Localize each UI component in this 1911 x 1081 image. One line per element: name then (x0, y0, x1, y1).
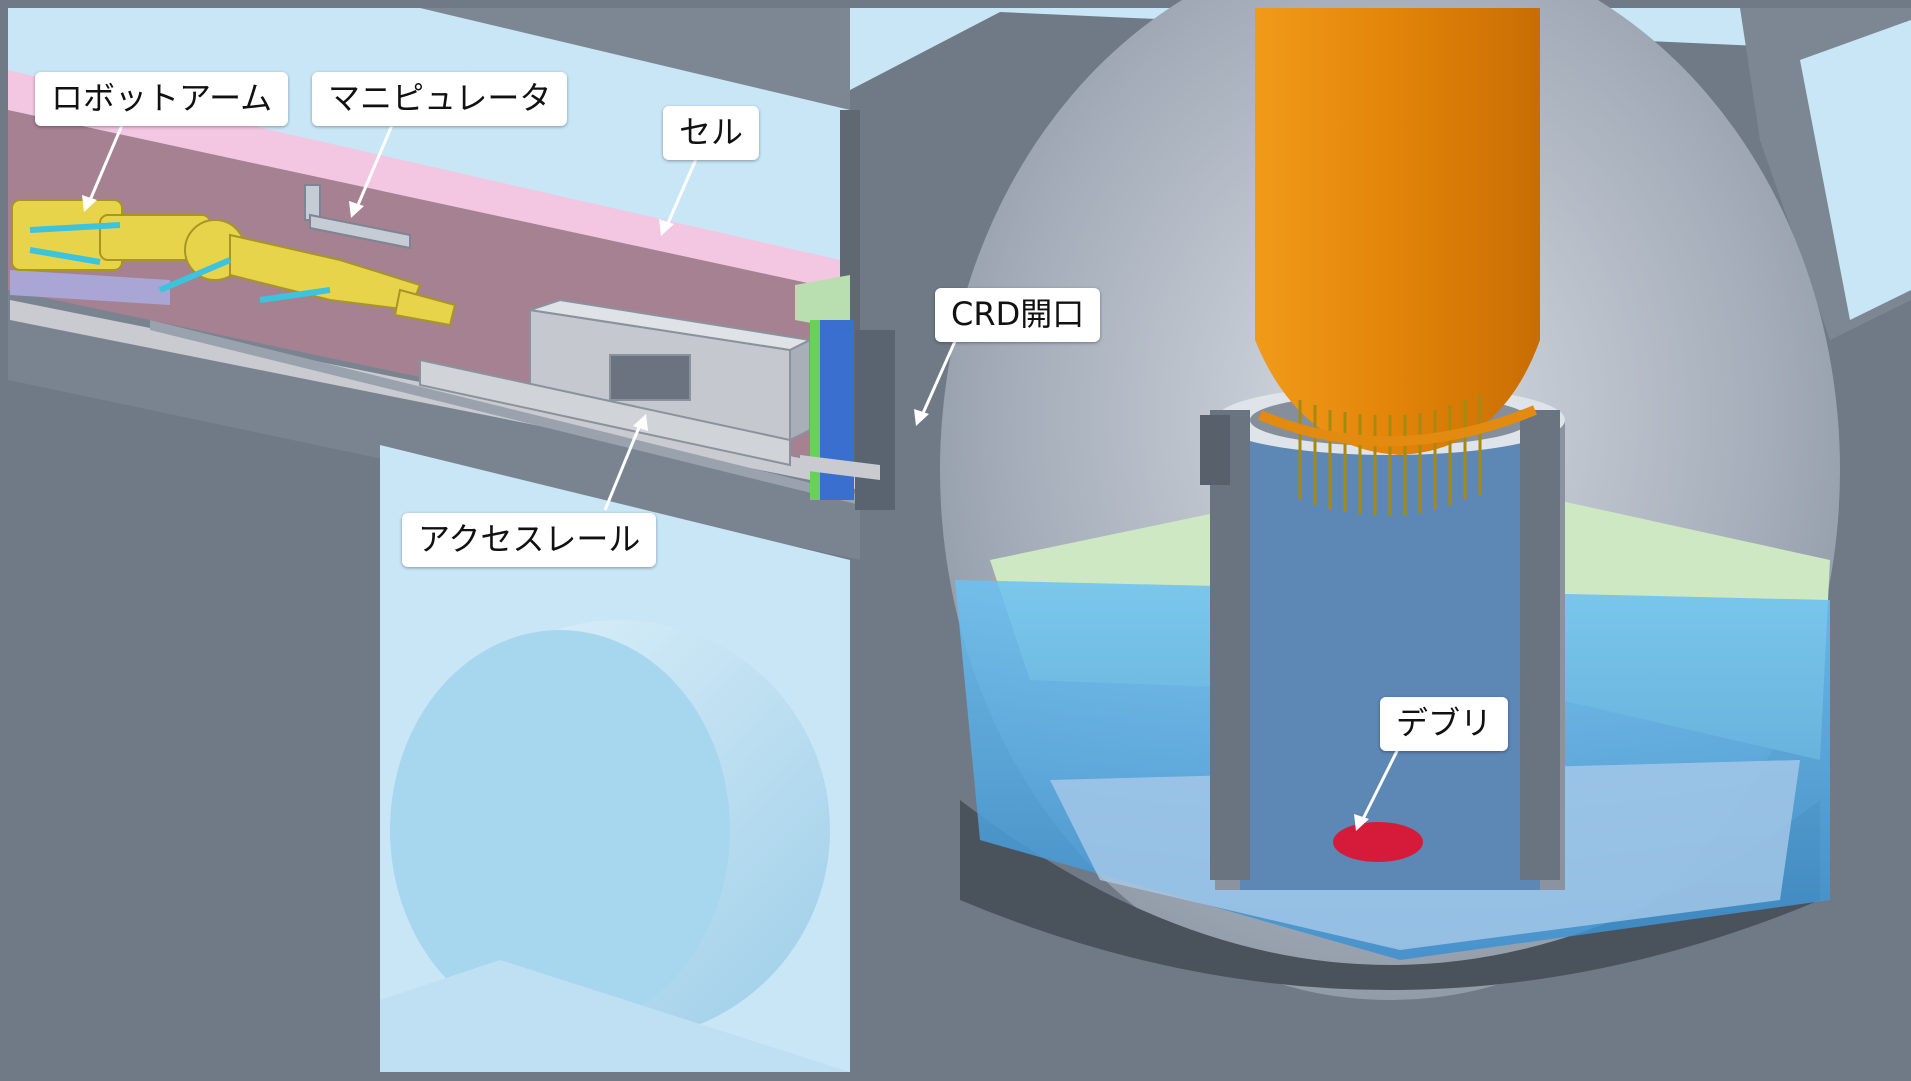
right-upper-sky (850, 8, 1911, 90)
debris-lump (1333, 822, 1423, 862)
label-cell: セル (663, 106, 760, 160)
callout-leaders (86, 117, 1402, 826)
label-manipulator: マニピュレータ (312, 72, 568, 126)
label-robot-arm: ロボットアーム (35, 72, 289, 126)
vessel-skirt (1258, 405, 1537, 447)
label-debris: デブリ (1380, 697, 1509, 751)
manipulator-model (304, 184, 411, 250)
viewport-lower-dark (960, 800, 1820, 990)
crd-frame (795, 275, 895, 510)
label-access-rail: アクセスレール (402, 513, 657, 567)
tunnel-floor (380, 960, 850, 1072)
pedestal-cylinder (1200, 385, 1565, 890)
label-crd-opening: CRD開口 (935, 288, 1101, 342)
crd-housings (1298, 395, 1482, 515)
upper-beam (300, 8, 850, 110)
robot-arm-hoses (29, 222, 331, 303)
robot-base (10, 270, 170, 305)
callout-arrowheads (82, 195, 1369, 831)
access-rail-strip-2 (150, 320, 860, 505)
reactor-vessel (1255, 8, 1540, 455)
tunnel-inner (390, 630, 730, 1030)
top-right-panel (1800, 20, 1911, 320)
